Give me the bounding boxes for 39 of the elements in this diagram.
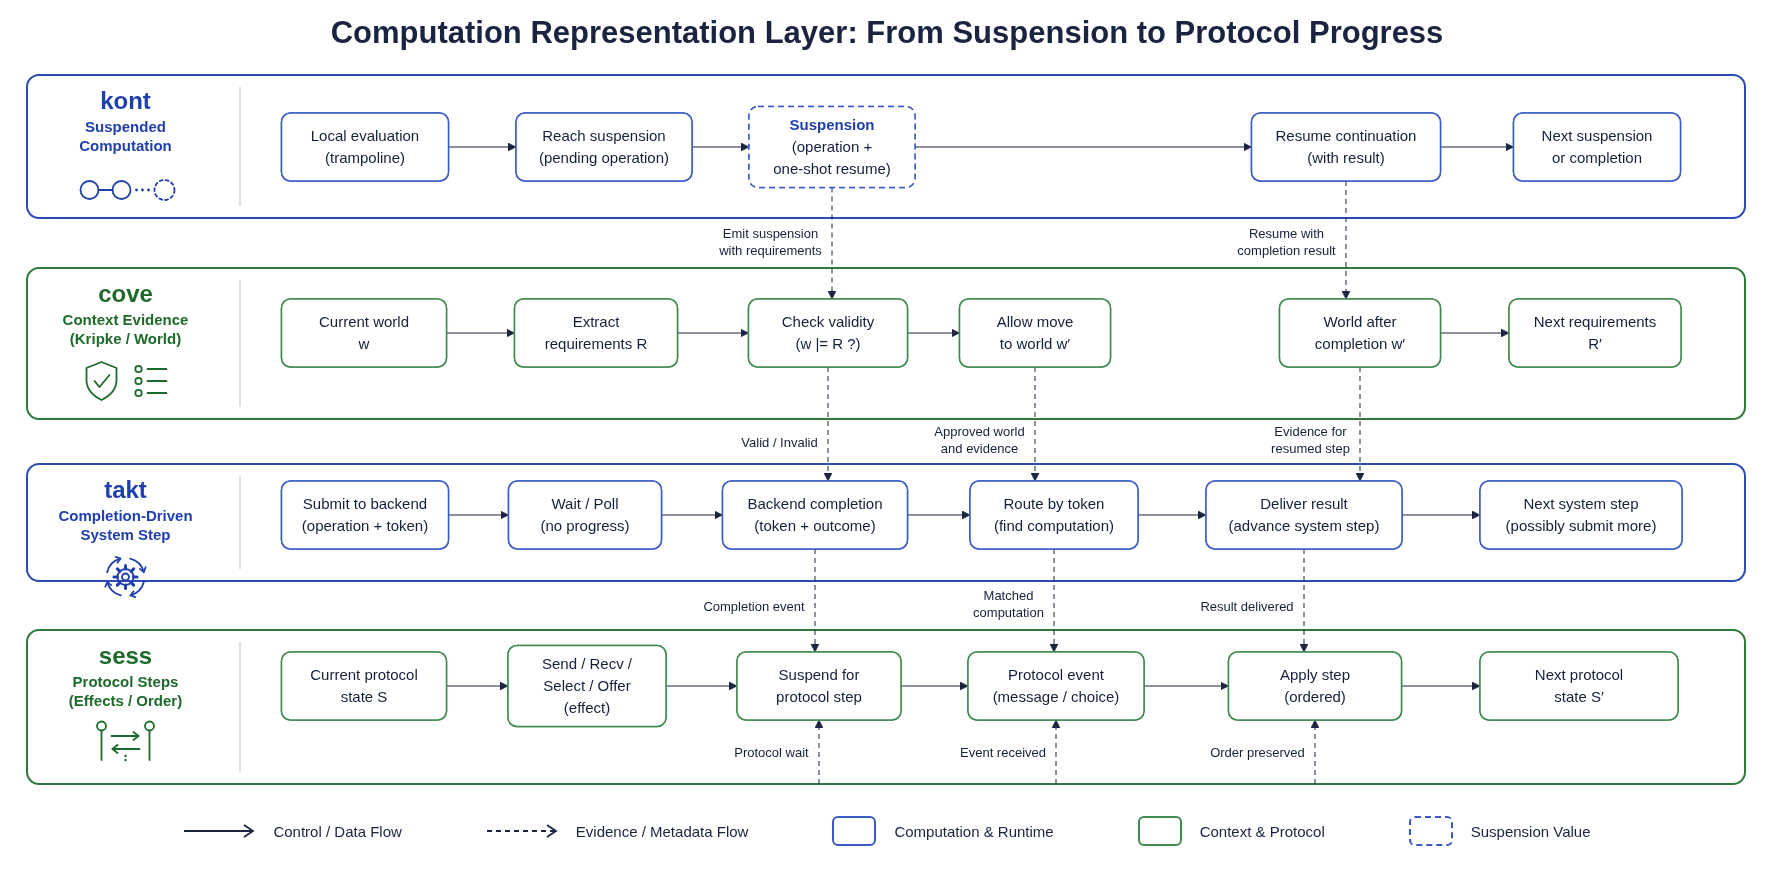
arrow [1049, 548, 1059, 653]
edge-label: Resume with completion result [1237, 225, 1336, 258]
edge-label: Valid / Invalid [741, 434, 818, 450]
arrow [448, 142, 517, 152]
arrow [1440, 328, 1510, 338]
arrow [446, 681, 509, 691]
edge-label: Event received [960, 745, 1046, 760]
edge-label: Result delivered [1200, 598, 1294, 614]
arrow [814, 719, 824, 785]
legend-label: Context & Protocol [1199, 822, 1325, 840]
edge-label: Evidence for resumed step [1271, 424, 1350, 456]
edge-label: Order preserved [1210, 745, 1305, 760]
arrow [1401, 681, 1481, 691]
arrow [1355, 366, 1365, 482]
arrow [810, 548, 820, 653]
arrow [448, 510, 509, 520]
arrow [446, 328, 515, 338]
arrow [907, 510, 971, 520]
edge-label: Matched computation [973, 588, 1044, 620]
edge-label: Completion event [703, 598, 805, 614]
arrow [1440, 142, 1514, 152]
edge-label: Approved world and evidence [934, 424, 1025, 456]
arrow [1299, 548, 1309, 653]
diagram-title: Computation Representation Layer: From Suspension to Protocol Progress [330, 14, 1444, 52]
arrow [823, 366, 833, 482]
arrow [1051, 719, 1061, 785]
arrow [827, 187, 837, 300]
arrow [1310, 719, 1320, 785]
edge-label: Emit suspension with requirements [719, 225, 822, 258]
arrow [1030, 366, 1040, 482]
legend-label: Computation & Runtime [894, 822, 1054, 840]
arrow [907, 328, 960, 338]
legend-label: Control / Data Flow [273, 822, 402, 840]
legend-label: Evidence / Metadata Flow [575, 822, 749, 840]
arrow [677, 328, 749, 338]
arrow [661, 510, 723, 520]
arrow [1341, 180, 1351, 300]
legend-label: Suspension Value [1470, 822, 1591, 840]
edge-label: Protocol wait [734, 745, 809, 760]
